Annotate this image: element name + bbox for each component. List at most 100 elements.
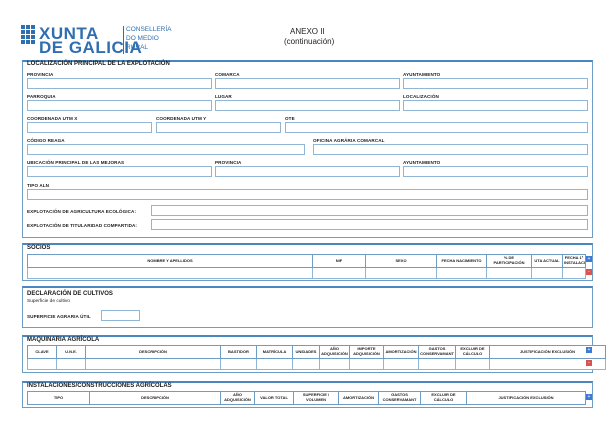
inst-col-descripcion: DESCRIPCIÓN (89, 391, 221, 405)
consellaria-line3: RURAL (126, 44, 149, 51)
cultivos-section (22, 286, 593, 328)
ecologica-label: EXPLOTACIÓN DE AGRICULTURA ECOLÓGICA: (27, 209, 137, 214)
localizacion-label: LOCALIZACIÓN (403, 94, 439, 99)
maq-cell[interactable] (455, 358, 490, 370)
instalaciones-table: TIPO DESCRIPCIÓN AÑO ADQUISICIÓN VALOR T… (27, 391, 586, 405)
maq-col-ano: AÑO ADQUISICIÓN (319, 345, 350, 359)
socios-cell-nif[interactable] (312, 267, 366, 279)
tipo-aln-field[interactable] (27, 189, 588, 200)
compartida-field[interactable] (151, 219, 588, 230)
compartida-label: EXPLOTACIÓN DE TITULARIDAD COMPARTIDA: (27, 223, 138, 228)
inst-col-amortizacion: AMORTIZACIÓN (338, 391, 379, 405)
maq-cell[interactable] (220, 358, 257, 370)
cultivos-subtitle: Superficie de cultivo (27, 299, 70, 304)
socios-col-sexo: SEXO (365, 254, 437, 268)
inst-col-ano: AÑO ADQUISICIÓN (220, 391, 255, 405)
socios-cell-participacion[interactable] (486, 267, 532, 279)
inst-col-superficie: SUPERFICIE / VOLUMEN (293, 391, 339, 405)
lugar-field[interactable] (215, 100, 400, 111)
maq-col-importe: IMPORTE ADQUISICIÓN (349, 345, 384, 359)
maq-cell[interactable] (27, 358, 57, 370)
codigo-reaga-label: CÓDIGO REAGA (27, 138, 65, 143)
socios-section (22, 243, 593, 281)
maq-col-bastidor: BASTIDOR (220, 345, 257, 359)
maq-col-gastos: GASTOS CONSERVAMANT (418, 345, 456, 359)
ayuntamiento-label: AYUNTAMIENTO (403, 72, 441, 77)
inst-col-tipo: TIPO (27, 391, 90, 405)
consellaria-line2: DO MEDIO (126, 35, 159, 42)
ubicacion-field[interactable] (27, 166, 212, 177)
socios-table: NOMBRE Y APELLIDOS NIF SEXO FECHA NACIMI… (27, 254, 586, 279)
maq-cell[interactable] (56, 358, 86, 370)
maq-col-unidades: UNIDADES (292, 345, 320, 359)
maq-col-une: U.N.E. (56, 345, 86, 359)
socios-cell-uta[interactable] (531, 267, 563, 279)
maq-cell[interactable] (292, 358, 320, 370)
coord-y-label: COORDENADA UTM Y (156, 116, 207, 121)
maq-cell[interactable] (85, 358, 221, 370)
provincia2-field[interactable] (215, 166, 400, 177)
maq-cell[interactable] (256, 358, 293, 370)
instalaciones-title: INSTALACIONES/CONSTRUCCIONES AGRÍCOLAS (27, 383, 172, 389)
socios-cell-sexo[interactable] (365, 267, 437, 279)
maq-cell[interactable] (489, 358, 606, 370)
ubicacion-label: UBICACIÓN PRINCIPAL DE LAS MEJORAS (27, 160, 125, 165)
logo-divider (123, 26, 124, 54)
cultivos-title: DECLARACIÓN DE CULTIVOS (27, 291, 113, 297)
ayuntamiento-field[interactable] (403, 78, 588, 89)
socios-cell-fecha-inst[interactable] (562, 267, 586, 279)
oficina-label: OFICINA AGRÁRIA COMARCAL (313, 138, 385, 143)
provincia2-label: PROVINCIA (215, 160, 242, 165)
oficina-field[interactable] (313, 144, 588, 155)
maq-cell[interactable] (383, 358, 419, 370)
annex-title: ANEXO II (290, 27, 325, 36)
maq-col-excluir: EXCLUIR DE CÁLCULO (455, 345, 490, 359)
socios-col-fecha-inst: FECHA 1ª INSTALACIÓN (562, 254, 586, 268)
ote-field[interactable] (285, 122, 588, 133)
sau-field[interactable] (101, 310, 140, 321)
maq-cell[interactable] (319, 358, 350, 370)
socios-cell-nombre[interactable] (27, 267, 313, 279)
maq-col-matricula: MATRÍCULA (256, 345, 293, 359)
maquinaria-remove-button[interactable]: - (586, 360, 592, 366)
annex-subtitle: (continuación) (284, 37, 335, 46)
ecologica-field[interactable] (151, 205, 588, 216)
provincia-label: PROVINCIA (27, 72, 54, 77)
socios-cell-fecha-nac[interactable] (436, 267, 487, 279)
codigo-reaga-field[interactable] (27, 144, 305, 155)
socios-col-uta: UTA ACTUAL (531, 254, 563, 268)
lugar-label: LUGAR (215, 94, 232, 99)
parroquia-field[interactable] (27, 100, 212, 111)
logo-line1: XUNTA (39, 24, 99, 43)
table-row (27, 358, 606, 370)
ayuntamiento2-label: AYUNTAMIENTO (403, 160, 441, 165)
consellaria-line1: CONSELLERÍA (126, 26, 172, 33)
maquinaria-title: MAQUINARIA AGRÍCOLA (27, 337, 100, 343)
socios-add-button[interactable]: + (586, 256, 592, 262)
coord-x-field[interactable] (27, 122, 152, 133)
maquinaria-table: CLAVE U.N.E. DESCRIPCIÓN BASTIDOR MATRÍC… (27, 345, 606, 370)
maq-cell[interactable] (418, 358, 456, 370)
socios-remove-button[interactable]: - (586, 269, 592, 275)
inst-col-excluir: EXCLUIR DE CÁLCULO (420, 391, 467, 405)
ote-label: OTE (285, 116, 295, 121)
maq-col-amortizacion: AMORTIZACIÓN (383, 345, 419, 359)
localizacion-title: LOCALIZACIÓN PRINCIPAL DE LA EXPLOTACIÓN (27, 61, 170, 67)
instalaciones-add-button[interactable]: + (586, 394, 592, 400)
logo-line2: DE GALICIA (39, 38, 143, 57)
inst-col-justificacion: JUSTIFICACIÓN EXCLUSIÓN (466, 391, 586, 405)
table-row (27, 267, 586, 279)
maq-cell[interactable] (349, 358, 384, 370)
instalaciones-section (22, 381, 593, 408)
socios-col-nif: NIF (312, 254, 366, 268)
provincia-field[interactable] (27, 78, 212, 89)
comarca-field[interactable] (215, 78, 400, 89)
localizacion-field[interactable] (403, 100, 588, 111)
maq-col-clave: CLAVE (27, 345, 57, 359)
comarca-label: COMARCA (215, 72, 240, 77)
ayuntamiento2-field[interactable] (403, 166, 588, 177)
coord-y-field[interactable] (156, 122, 281, 133)
maquinaria-add-button[interactable]: + (586, 347, 592, 353)
parroquia-label: PARROQUIA (27, 94, 56, 99)
socios-col-nombre: NOMBRE Y APELLIDOS (27, 254, 313, 268)
